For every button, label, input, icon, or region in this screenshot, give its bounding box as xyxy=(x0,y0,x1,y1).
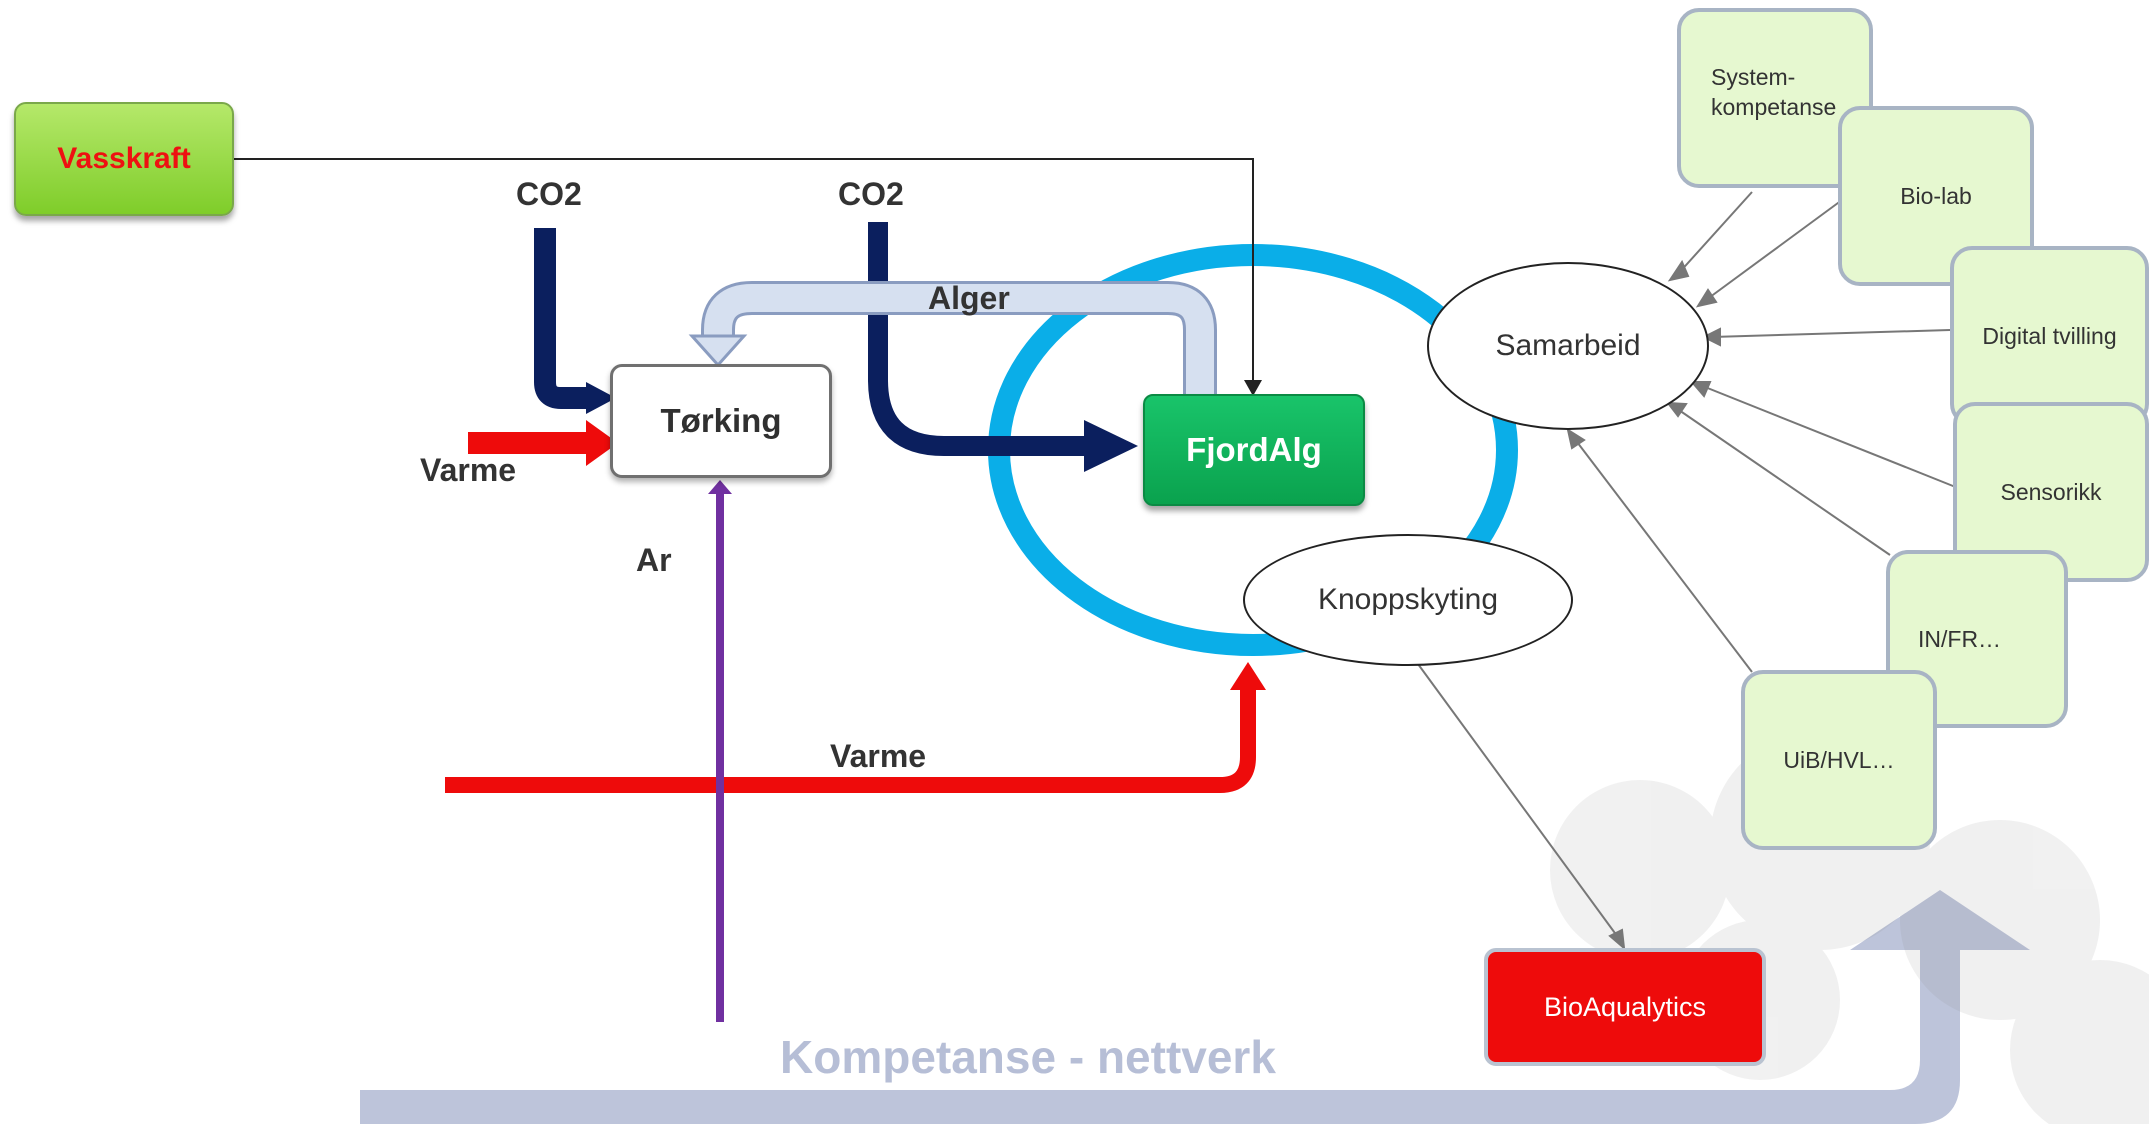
network-arrow xyxy=(360,890,2030,1124)
bioaqualytics-label: BioAqualytics xyxy=(1543,991,1707,1022)
competence-label: Digital tvilling xyxy=(1982,323,2117,349)
competence-box-uib-hvl[interactable]: UiB/HVL… xyxy=(1741,670,1937,850)
co2-left-head xyxy=(586,382,616,414)
varme-left-label: Varme xyxy=(420,452,517,488)
competence-label: UiB/HVL… xyxy=(1783,747,1895,773)
co2-left-label: CO2 xyxy=(516,176,582,212)
competence-box-in-fr[interactable]: IN/FR… xyxy=(1886,550,2068,728)
torking-box[interactable]: Tørking xyxy=(610,364,832,478)
samarbeid-label: Samarbeid xyxy=(1495,329,1641,362)
network-title: Kompetanse - nettverk xyxy=(780,1031,1276,1083)
fjordalg-label: FjordAlg xyxy=(1186,431,1322,468)
torking-label: Tørking xyxy=(660,402,782,439)
competence-arrows xyxy=(1417,191,1959,951)
varme-bottom-label: Varme xyxy=(830,738,927,774)
varme-left-head xyxy=(586,420,618,466)
alger-label: Alger xyxy=(928,280,1010,316)
bioaqualytics-box[interactable]: BioAqualytics xyxy=(1484,948,1766,1066)
varme-left-shaft xyxy=(468,432,588,454)
ar-label: Ar xyxy=(636,542,672,578)
vasskraft-label: Vasskraft xyxy=(57,142,191,175)
fjordalg-box[interactable]: FjordAlg xyxy=(1143,394,1365,506)
power-line-head xyxy=(1244,380,1262,396)
alger-head xyxy=(688,334,748,368)
power-line xyxy=(234,158,1254,384)
co2-left-arrow xyxy=(534,228,588,409)
competence-box-bio-lab[interactable]: Bio-lab xyxy=(1838,106,2034,286)
co2-right-head xyxy=(1084,420,1138,472)
co2-right-arrow xyxy=(868,222,1090,456)
competence-label: IN/FR… xyxy=(1918,626,2002,652)
competence-label: Sensorikk xyxy=(2000,479,2102,505)
ar-head xyxy=(708,480,732,494)
vasskraft-box[interactable]: Vasskraft xyxy=(14,102,234,216)
samarbeid-ellipse[interactable]: Samarbeid xyxy=(1427,262,1709,430)
knoppskyting-ellipse[interactable]: Knoppskyting xyxy=(1243,534,1573,666)
varme-bottom-head xyxy=(1230,662,1266,690)
knoppskyting-label: Knoppskyting xyxy=(1317,583,1499,616)
varme-bottom-arrow xyxy=(445,688,1256,793)
competence-box-digital-tvilling[interactable]: Digital tvilling xyxy=(1950,246,2149,426)
co2-right-label: CO2 xyxy=(838,176,904,212)
competence-label: Bio-lab xyxy=(1900,183,1972,209)
competence-label: System- kompetanse xyxy=(1711,64,1837,120)
ar-shaft xyxy=(716,492,724,1022)
